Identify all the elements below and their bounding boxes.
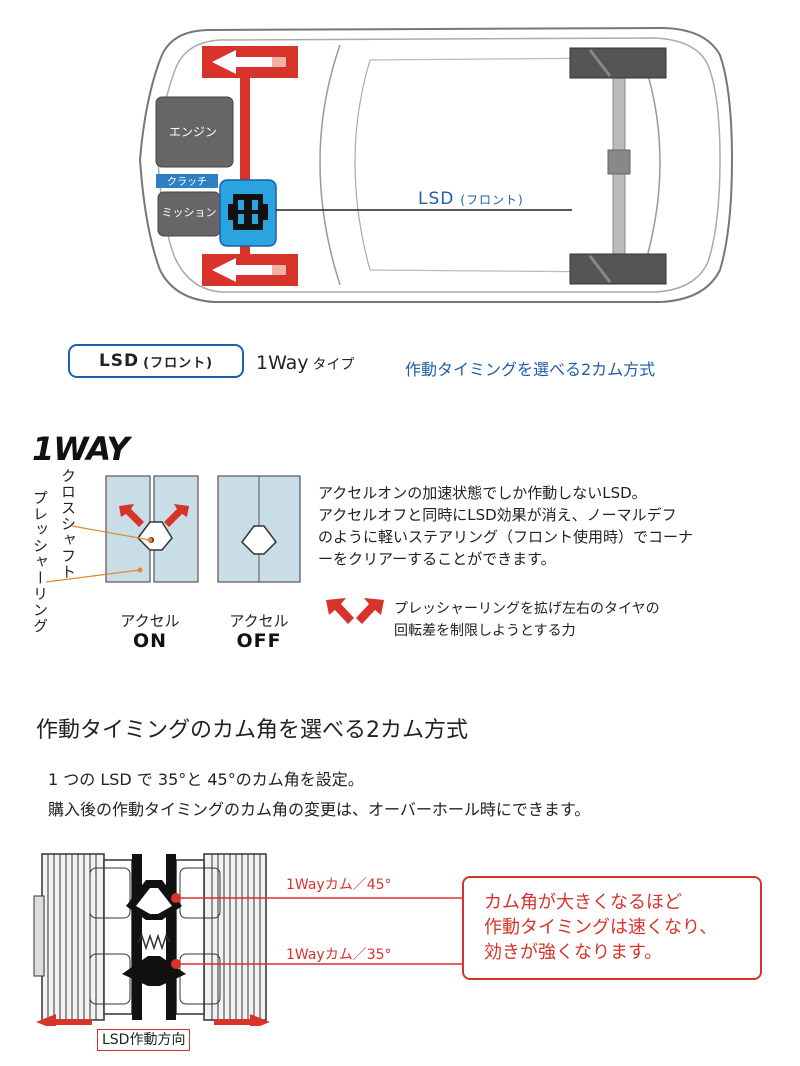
left-pressure-ring [103,859,133,1015]
on-arrow-left-icon [119,504,144,527]
type-label-sub: タイプ [312,357,355,373]
pressure-ring-label: プレッシャーリング [31,490,49,634]
rear-top-wheel [569,47,667,79]
cam-diagram [33,853,270,1026]
cam-caption: 作動タイミングを選べる2カム方式 [405,360,656,379]
cam-spring [137,933,171,951]
on-panel-left [105,475,151,583]
right-plate-stack [203,853,267,1021]
direction-left-arrow-icon [36,1014,92,1026]
cam-35-shape [122,956,186,986]
callout-line: 作動タイミングは速くなり、 [484,917,718,938]
rear-bottom-tread [588,255,612,283]
accel-on-label: アクセル [120,612,180,630]
left-ring-window-top [89,867,131,919]
cam-35-label: 1Wayカム／35° [286,947,392,963]
section-line-1: 1 つの LSD で 35°と 45°のカム角を設定。 [48,770,364,789]
cam-45-label: 1Wayカム／45° [286,877,392,893]
clutch-bar [156,174,218,188]
front-top-arrow-fade [272,57,286,67]
engine-block [155,96,234,168]
callout-line: 効きが強くなります。 [484,942,663,963]
force-arrows-icon [326,598,384,624]
rear-top-tread [588,49,612,77]
lsd-core-slot-right [252,200,258,210]
accel-off-label: アクセル [229,612,289,630]
desc-line: アクセルオンの加速状態でしか作動しないLSD。 [318,484,647,502]
section-title: 作動タイミングのカム角を選べる2カム方式 [36,718,468,743]
cabin-line [354,59,371,271]
cam-45-inner [136,888,172,914]
desc-line: のように軽いステアリング（フロント使用時）でコーナ [318,528,694,546]
lsd-badge-sub: (フロント) [143,355,214,371]
off-cam-shape [241,525,277,555]
on-cam-shape [137,521,173,551]
oneway-heading: 1WAY [32,430,130,468]
lsd-core-icon [233,194,263,230]
direction-label: LSD作動方向 [97,1029,191,1051]
windshield-line [319,44,341,286]
car-top-view: エンジン クラッチ ミッション LSD(フロント) [138,26,734,303]
oneway-description: アクセルオンの加速状態でしか作動しないLSD。 アクセルオフと同時にLSD効果が… [318,482,788,570]
legend-line: プレッシャーリングを拡げ左右のタイヤの [394,601,660,617]
type-label-main: 1Way [256,352,309,374]
on-arrow-right-icon [164,504,189,527]
rear-diff [607,149,631,175]
direction-right-arrow-icon [214,1014,270,1026]
desc-line: アクセルオフと同時にLSD効果が消え、ノーマルデフ [318,506,677,524]
right-ring-window-top [179,867,221,919]
cam-leader-lines [176,897,462,965]
cam-callout: カム角が大きくなるほど 作動タイミングは速くなり、 効きが強くなります。 [462,876,762,980]
clutch-label: クラッチ [167,176,207,188]
pressure-ring-dot [137,567,143,573]
legend-line: 回転差を制限しようとする力 [394,623,576,639]
lsd-core-slot-left [238,200,244,210]
lsd-core-stub-left [228,204,233,220]
rear-bottom-wheel [569,253,667,285]
front-bottom-arrow-fade [272,265,286,275]
section-line-2: 購入後の作動タイミングのカム角の変更は、オーバーホール時にできます。 [48,800,591,819]
left-plate-stack [33,853,105,1021]
lsd-core-slot-left2 [238,214,244,224]
front-left-shaft [240,60,250,275]
pressure-ring-leader [45,569,141,583]
mission-label: ミッション [162,206,217,219]
right-ring-window-bottom [179,953,221,1005]
accel-off-state: OFF [236,630,282,652]
lsd-core-slot-right2 [252,214,258,224]
left-ring-window-bottom [89,953,131,1005]
arrow-legend: プレッシャーリングを拡げ左右のタイヤの 回転差を制限しようとする力 [394,598,754,642]
cross-shaft-leader [71,525,151,541]
lsd-front-callout: LSD(フロント) [418,189,524,209]
cross-shaft-label: クロスシャフト [59,468,77,580]
oneway-diagram [45,475,301,583]
car-body-outline [138,26,734,303]
engine-label: エンジン [169,125,217,139]
front-bottom-arrow-icon [212,258,272,282]
front-top-arrow-icon [212,50,272,74]
callout-line: カム角が大きくなるほど [484,892,682,913]
lsd-front-badge: LSD (フロント) [68,344,244,378]
lsd-core-stub-right [263,204,268,220]
cross-shaft-dot [147,537,153,543]
cam-track-inner [142,854,166,1020]
accel-on-state: ON [132,630,168,652]
lsd-badge-main: LSD [98,351,140,371]
desc-line: ーをクリアーすることができます。 [318,550,556,568]
